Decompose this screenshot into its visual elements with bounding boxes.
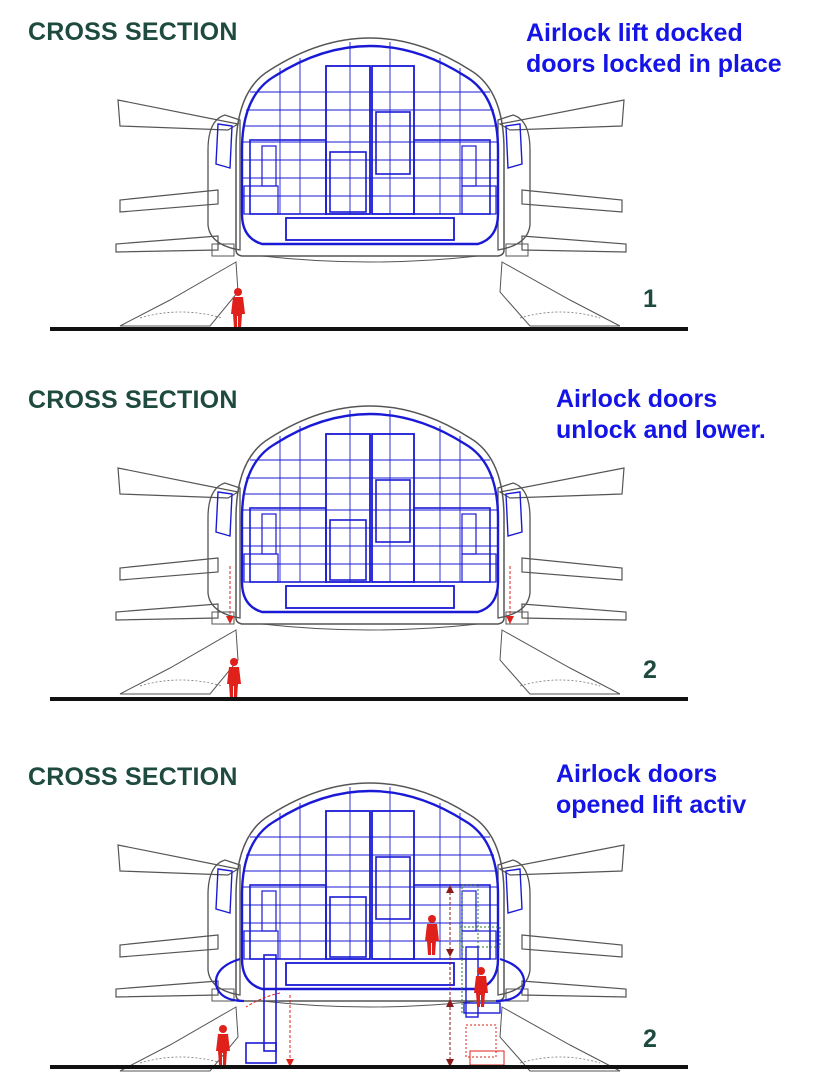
caption-line-2: opened lift activ <box>556 791 747 819</box>
arrow-head-icon <box>446 885 454 893</box>
caption: Airlock doors unlock and lower. <box>556 384 766 446</box>
human-scale-figure <box>227 658 241 698</box>
section-title: CROSS SECTION <box>28 763 238 791</box>
panel-lift-active: CROSS SECTION Airlock doors opened lift … <box>0 745 818 1087</box>
arrow-head-icon <box>446 949 454 957</box>
arrow-head-icon <box>226 616 234 624</box>
ground-line <box>50 327 688 331</box>
lift-base <box>469 1050 505 1066</box>
left-lift-platform <box>245 1042 277 1064</box>
vehicle-cross-section-drawing <box>50 36 688 331</box>
left-lift-column <box>263 954 277 1052</box>
section-title: CROSS SECTION <box>28 18 238 46</box>
section-title: CROSS SECTION <box>28 386 238 414</box>
caption-line-2: unlock and lower. <box>556 416 766 444</box>
caption-line-1: Airlock lift docked <box>526 19 743 47</box>
ground-line <box>50 1065 688 1069</box>
human-scale-figure <box>231 288 245 328</box>
door-swing-arc <box>245 992 281 1008</box>
caption-line-1: Airlock doors <box>556 385 718 413</box>
panel-doors-lower: CROSS SECTION Airlock doors unlock and l… <box>0 368 818 718</box>
caption: Airlock doors opened lift activ <box>556 759 746 821</box>
lift-car-lowered <box>465 1024 497 1058</box>
caption-line-2: doors locked in place <box>526 50 782 78</box>
arrow-head-icon <box>506 616 514 624</box>
step-number: 1 <box>643 285 657 313</box>
arrow-head-icon <box>446 999 454 1007</box>
panel-docked: CROSS SECTION Airlock lift docked doors … <box>0 0 818 350</box>
step-number: 2 <box>643 1025 657 1053</box>
caption: Airlock lift docked doors locked in plac… <box>526 18 782 80</box>
left-airlock-door <box>214 957 245 1003</box>
ground-line <box>50 697 688 701</box>
arrow-head-icon <box>286 1059 294 1067</box>
step-number: 2 <box>643 656 657 684</box>
lift-car-upper <box>459 926 501 948</box>
door-motion-arrows <box>229 566 511 620</box>
vehicle-cross-section-drawing <box>50 781 688 1072</box>
caption-line-1: Airlock doors <box>556 760 718 788</box>
arrow-head-icon <box>446 1059 454 1067</box>
vehicle-cross-section-drawing <box>50 404 688 701</box>
human-scale-figure <box>425 915 439 955</box>
right-airlock-door <box>495 957 526 1003</box>
human-scale-figure <box>216 1025 230 1065</box>
